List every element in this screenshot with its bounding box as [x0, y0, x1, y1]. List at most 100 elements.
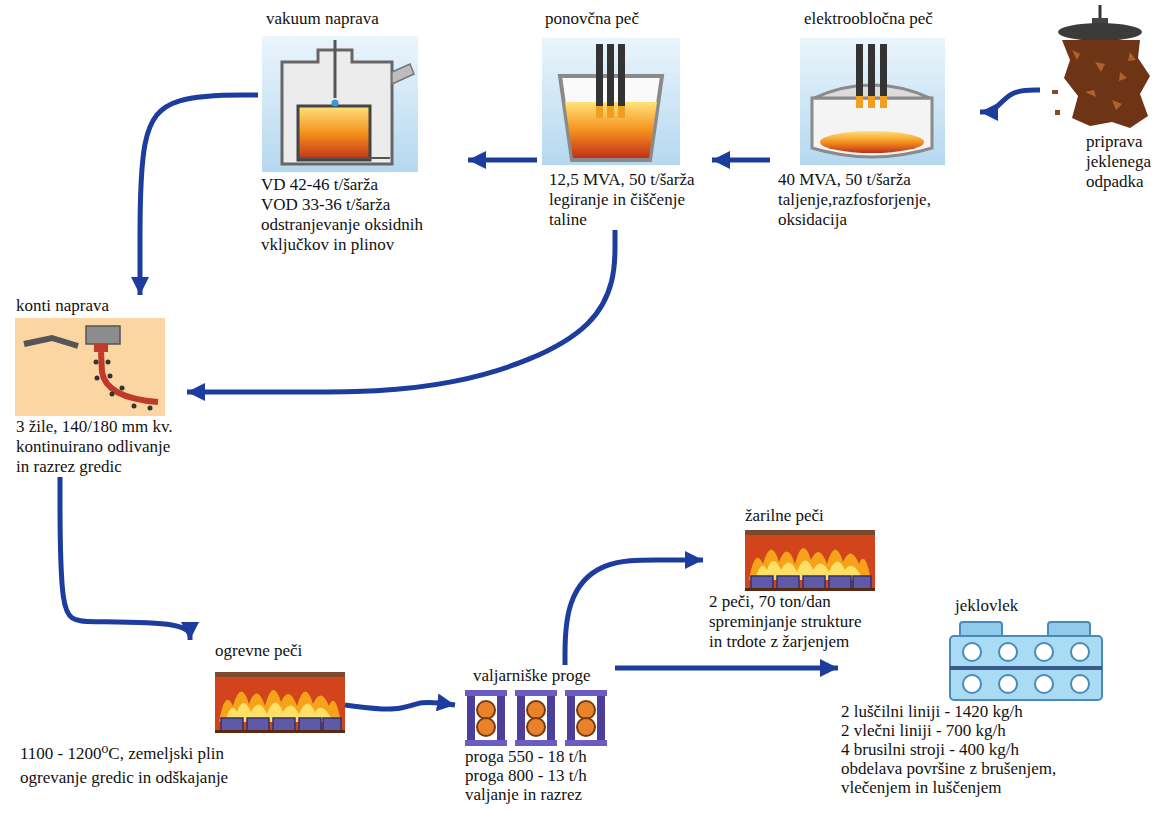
vacuum-unit: [334, 40, 337, 98]
continuous-caster: [94, 344, 108, 352]
station-box: vakuum naprava VD 42-46 t/šaržaVOD 33-36 …: [258, 8, 468, 255]
continuous-caster: [15, 318, 165, 416]
scrap-crane: [1072, 50, 1136, 110]
flow-arrow: [565, 560, 703, 665]
ladle-furnace: [542, 38, 680, 165]
station-description: 12,5 MVA, 50 t/šarža: [537, 170, 712, 190]
station-box: ogrevne peči 1100 - 1200⁰C, zemeljski pli…: [15, 640, 345, 790]
vacuum-unit: [392, 64, 414, 84]
station-title: konti naprava: [12, 295, 187, 317]
station-box: konti naprava 3 žile, 140/180 mm kv.konti…: [12, 295, 187, 477]
drawing-machine: [999, 675, 1017, 693]
station-title: ponovčna peč: [537, 8, 712, 30]
flow-arrow: [615, 666, 838, 671]
ladle-furnace: [618, 44, 625, 116]
flow-arrow: [345, 702, 455, 709]
vacuum-unit: [282, 50, 392, 164]
drawing-machine: [1035, 675, 1053, 693]
ladle-furnace: [607, 44, 614, 116]
station-title: jeklovlek: [838, 595, 1108, 617]
rolling-stands: [465, 690, 507, 746]
vacuum-unit: [332, 100, 339, 107]
electric-arc-furnace: [820, 131, 924, 153]
ladle-furnace: [596, 44, 603, 116]
illustration-space: [770, 30, 980, 170]
continuous-caster: [106, 360, 111, 365]
continuous-caster: [120, 386, 125, 391]
rolling-stands: [465, 690, 607, 746]
flow-arrow: [468, 158, 537, 163]
station-description: VD 42-46 t/šarža: [258, 175, 468, 195]
station-description: priprava jeklenega odpadka: [1040, 132, 1160, 192]
vacuum-unit: [298, 106, 370, 160]
continuous-caster: [132, 404, 137, 409]
illustration-space: [455, 687, 615, 747]
drawing-machine: [1071, 643, 1089, 661]
station-description: 1100 - 1200⁰C, zemeljski plin: [15, 742, 345, 766]
flow-arrow: [980, 90, 1040, 112]
continuous-caster: [86, 326, 120, 344]
drawing-machine: [999, 643, 1017, 661]
station-description: obdelava površine z brušenjem, vlečenjem…: [838, 759, 1108, 797]
station-description: 2 vlečni liniji - 700 kg/h: [838, 721, 1108, 740]
station-description: taljenje,razfosforjenje, oksidacija: [770, 190, 980, 230]
continuous-caster: [101, 352, 158, 402]
station-description: spreminjanje strukture in trdote z žarje…: [703, 612, 873, 652]
vacuum-unit: [262, 36, 418, 172]
rolling-stands: [565, 690, 607, 746]
flow-arrow: [712, 158, 770, 163]
station-box: priprava jeklenega odpadka: [1040, 5, 1160, 192]
drawing-machine: [950, 666, 1102, 670]
electric-arc-furnace: [800, 38, 945, 165]
station-description: 2 peči, 70 ton/dan: [703, 592, 873, 612]
station-description: VOD 33-36 t/šarža: [258, 195, 468, 215]
station-description: 2 luščilni liniji - 1420 kg/h: [838, 702, 1108, 721]
illustration-space: [258, 30, 468, 175]
continuous-caster: [95, 376, 100, 381]
station-description: ogrevanje gredic in odškajanje: [15, 766, 345, 790]
flow-arrow: [187, 230, 615, 392]
station-description: valjanje in razrez: [455, 785, 615, 804]
illustration-space: [1040, 5, 1160, 132]
station-description: 3 žile, 140/180 mm kv.: [12, 417, 187, 437]
station-box: valjarniške progeproga 550 - 18 t/hproga…: [455, 665, 615, 804]
scrap-crane: [1055, 110, 1060, 115]
station-title: vakuum naprava: [258, 8, 468, 30]
reheating-furnace: [215, 672, 345, 733]
vacuum-unit: [262, 36, 418, 172]
ladle-furnace: [596, 106, 603, 118]
scrap-crane: [1052, 90, 1058, 94]
drawing-machine: [950, 636, 1102, 700]
electric-arc-furnace: [880, 96, 887, 108]
drawing-machine: [963, 675, 981, 693]
station-description: proga 550 - 18 t/h: [455, 747, 615, 766]
illustration-space: [838, 617, 1108, 702]
station-description: odstranjevanje oksidnih vključkov in pli…: [258, 215, 468, 255]
ladle-furnace: [618, 106, 625, 118]
station-title: ogrevne peči: [15, 640, 345, 662]
illustration-space: [15, 662, 345, 742]
rolling-stands: [515, 690, 557, 746]
ladle-furnace: [565, 102, 657, 158]
scrap-crane: [1058, 23, 1142, 41]
station-description: proga 800 - 13 t/h: [455, 766, 615, 785]
station-description: kontinuirano odlivanje in razrez gredic: [12, 437, 187, 477]
station-title: elektroobločna peč: [770, 8, 980, 30]
electric-arc-furnace: [856, 96, 863, 108]
station-box: elektroobločna peč40 MVA, 50 t/šaržatalj…: [770, 8, 980, 230]
illustration-space: [12, 317, 187, 417]
continuous-caster: [15, 318, 165, 416]
continuous-caster: [110, 392, 115, 397]
station-box: ponovčna peč 12,5 MVA, 50 t/šaržalegiranj…: [537, 8, 712, 230]
continuous-caster: [108, 374, 113, 379]
annealing-furnace: [745, 530, 875, 591]
drawing-machine: [1071, 675, 1089, 693]
illustration-space: [703, 527, 873, 592]
drawing-machine: [1035, 643, 1053, 661]
station-description: 4 brusilni stroji - 400 kg/h: [838, 740, 1108, 759]
continuous-caster: [94, 360, 99, 365]
continuous-caster: [148, 406, 153, 411]
station-description: legiranje in čiščenje taline: [537, 190, 712, 230]
continuous-caster: [24, 338, 78, 346]
scrap-crane: [1062, 40, 1150, 128]
